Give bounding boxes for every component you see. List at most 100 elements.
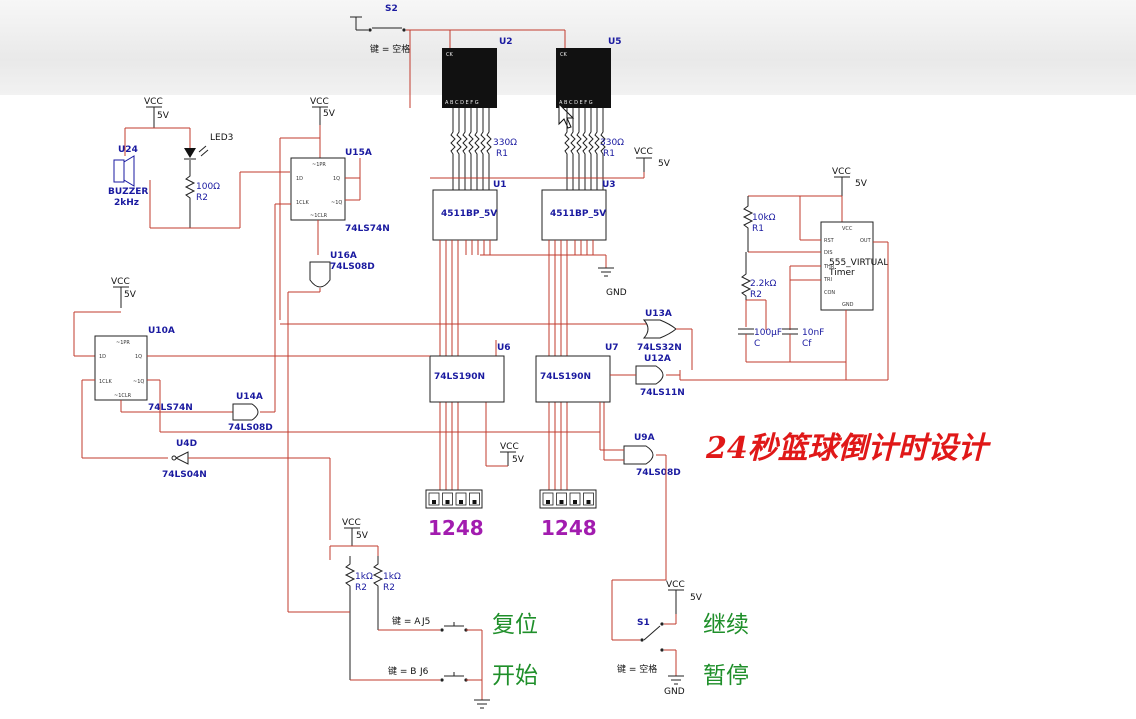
svg-text:U12A: U12A: [644, 354, 671, 364]
seven-seg-display-u2: CK A B C D E F G U2: [442, 37, 513, 108]
svg-text:1kΩ: 1kΩ: [355, 572, 373, 582]
s2-key: 键 = 空格: [370, 43, 410, 55]
svg-text:VCC: VCC: [634, 147, 653, 157]
and-gate-u14a: U14A 74LS08D: [228, 203, 291, 433]
svg-text:U15A: U15A: [345, 148, 372, 158]
svg-text:1D: 1D: [296, 176, 303, 182]
svg-text:74LS11N: 74LS11N: [640, 388, 685, 398]
svg-text:74LS08D: 74LS08D: [330, 262, 375, 272]
svg-text:J6: J6: [419, 667, 429, 677]
timer-555: VCC RST OUT DIS THR TRI CON GND 555_VIRT…: [746, 221, 889, 380]
vcc-symbol-bottom-left: VCC 5V: [329, 518, 379, 560]
svg-text:VCC: VCC: [144, 97, 163, 107]
decoder-u1-4511: 4511BP_5V U1: [432, 180, 507, 241]
led3: LED3: [184, 128, 233, 160]
svg-text:THR: THR: [823, 264, 835, 270]
counter-u7-74ls190: 74LS190N U7: [535, 343, 619, 403]
resistor-r2-pull-a: 1kΩ R2: [344, 556, 373, 680]
svg-text:5V: 5V: [855, 179, 868, 189]
svg-text:VCC: VCC: [310, 97, 329, 107]
svg-text:CK: CK: [446, 52, 453, 58]
inverter-u4d: U4D 74LS04N: [82, 439, 331, 540]
svg-text:5V: 5V: [356, 531, 369, 541]
svg-text:2kHz: 2kHz: [114, 198, 139, 208]
switch-s1[interactable]: S1 键 = 空格: [617, 614, 677, 676]
dip-switch-right[interactable]: [539, 489, 597, 509]
s2-label: S2: [385, 4, 398, 14]
svg-text:BUZZER: BUZZER: [108, 187, 148, 197]
svg-text:GND: GND: [664, 687, 685, 697]
svg-text:VCC: VCC: [832, 167, 851, 177]
reset-label: 复位: [492, 612, 538, 638]
or-gate-u13a: U13A 74LS32N: [637, 309, 693, 370]
svg-text:R1: R1: [752, 224, 764, 234]
start-label: 开始: [492, 663, 538, 689]
svg-text:1D: 1D: [99, 354, 106, 360]
svg-text:U16A: U16A: [330, 251, 357, 261]
svg-text:74LS32N: 74LS32N: [637, 343, 682, 353]
svg-text:键 = 空格: 键 = 空格: [617, 663, 657, 675]
resistor-r1-timer: 10kΩ R1: [742, 196, 776, 252]
vcc-symbol-u10a: VCC 5V: [73, 277, 137, 357]
bcd-label-left: 1248: [428, 516, 484, 540]
svg-text:CK: CK: [560, 52, 567, 58]
r1-right-value: 330Ω: [600, 138, 624, 148]
flip-flop-u15a: ~1PR 1D 1Q 1CLK ~1Q ~1CLR U15A 74LS74N: [290, 148, 390, 255]
capacitor-c: 100µF C: [738, 300, 782, 362]
svg-text:U6: U6: [497, 343, 511, 353]
svg-text:5V: 5V: [512, 455, 525, 465]
svg-text:~1PR: ~1PR: [116, 340, 130, 346]
svg-text:1CLK: 1CLK: [296, 200, 309, 206]
svg-text:5V: 5V: [157, 111, 170, 121]
svg-text:~1Q: ~1Q: [133, 379, 144, 385]
svg-text:U10A: U10A: [148, 326, 175, 336]
svg-text:GND: GND: [606, 288, 627, 298]
svg-text:74LS190N: 74LS190N: [434, 372, 485, 382]
r1-left-value: 330Ω: [493, 138, 517, 148]
svg-text:74LS190N: 74LS190N: [540, 372, 591, 382]
resistor-network-r1-left: [450, 108, 492, 190]
dip-switch-left[interactable]: [425, 489, 483, 509]
svg-text:5V: 5V: [690, 593, 703, 603]
pause-label: 暂停: [703, 663, 749, 689]
bcd-label-right: 1248: [541, 516, 597, 540]
svg-text:S1: S1: [637, 618, 650, 628]
svg-text:74LS74N: 74LS74N: [345, 224, 390, 234]
vcc-symbol-u15a: VCC 5V: [279, 97, 336, 320]
svg-text:VCC: VCC: [342, 518, 361, 528]
svg-text:4511BP_5V: 4511BP_5V: [441, 209, 497, 219]
svg-text:1CLK: 1CLK: [99, 379, 112, 385]
svg-text:Timer: Timer: [828, 268, 855, 278]
svg-text:1Q: 1Q: [333, 176, 340, 182]
svg-text:R2: R2: [750, 290, 762, 300]
switch-j6[interactable]: 键 = B J6: [350, 665, 482, 682]
capacitor-cf: 10nF Cf: [746, 327, 846, 363]
svg-text:TRI: TRI: [823, 277, 832, 283]
svg-text:J5: J5: [421, 617, 430, 627]
svg-text:C: C: [754, 339, 760, 349]
svg-text:U3: U3: [602, 180, 616, 190]
switch-j5[interactable]: 键 = A J5: [378, 615, 482, 632]
u2-label: U2: [499, 37, 513, 47]
gnd-symbol-bottom-left: [474, 630, 490, 709]
switch-s2[interactable]: S2 键 = 空格: [350, 4, 565, 55]
svg-text:GND: GND: [842, 302, 854, 308]
svg-text:CON: CON: [824, 290, 835, 296]
svg-text:U4D: U4D: [176, 439, 197, 449]
u5-label: U5: [608, 37, 622, 47]
svg-text:Cf: Cf: [802, 339, 812, 349]
svg-text:~1Q: ~1Q: [331, 200, 342, 206]
svg-text:OUT: OUT: [860, 238, 872, 244]
svg-text:1Q: 1Q: [135, 354, 142, 360]
svg-text:5V: 5V: [124, 290, 137, 300]
vcc-symbol-right-top: VCC 5V: [430, 147, 671, 179]
decoder-u3-4511: 4511BP_5V U3: [541, 180, 616, 241]
and-gate-u12a: U12A 74LS11N: [610, 354, 888, 398]
svg-text:R2: R2: [196, 193, 208, 203]
svg-text:5V: 5V: [323, 109, 336, 119]
gnd-symbol-s1: GND: [664, 675, 685, 697]
svg-text:LED3: LED3: [210, 133, 233, 143]
svg-text:2.2kΩ: 2.2kΩ: [750, 279, 777, 289]
svg-text:VCC: VCC: [666, 580, 685, 590]
